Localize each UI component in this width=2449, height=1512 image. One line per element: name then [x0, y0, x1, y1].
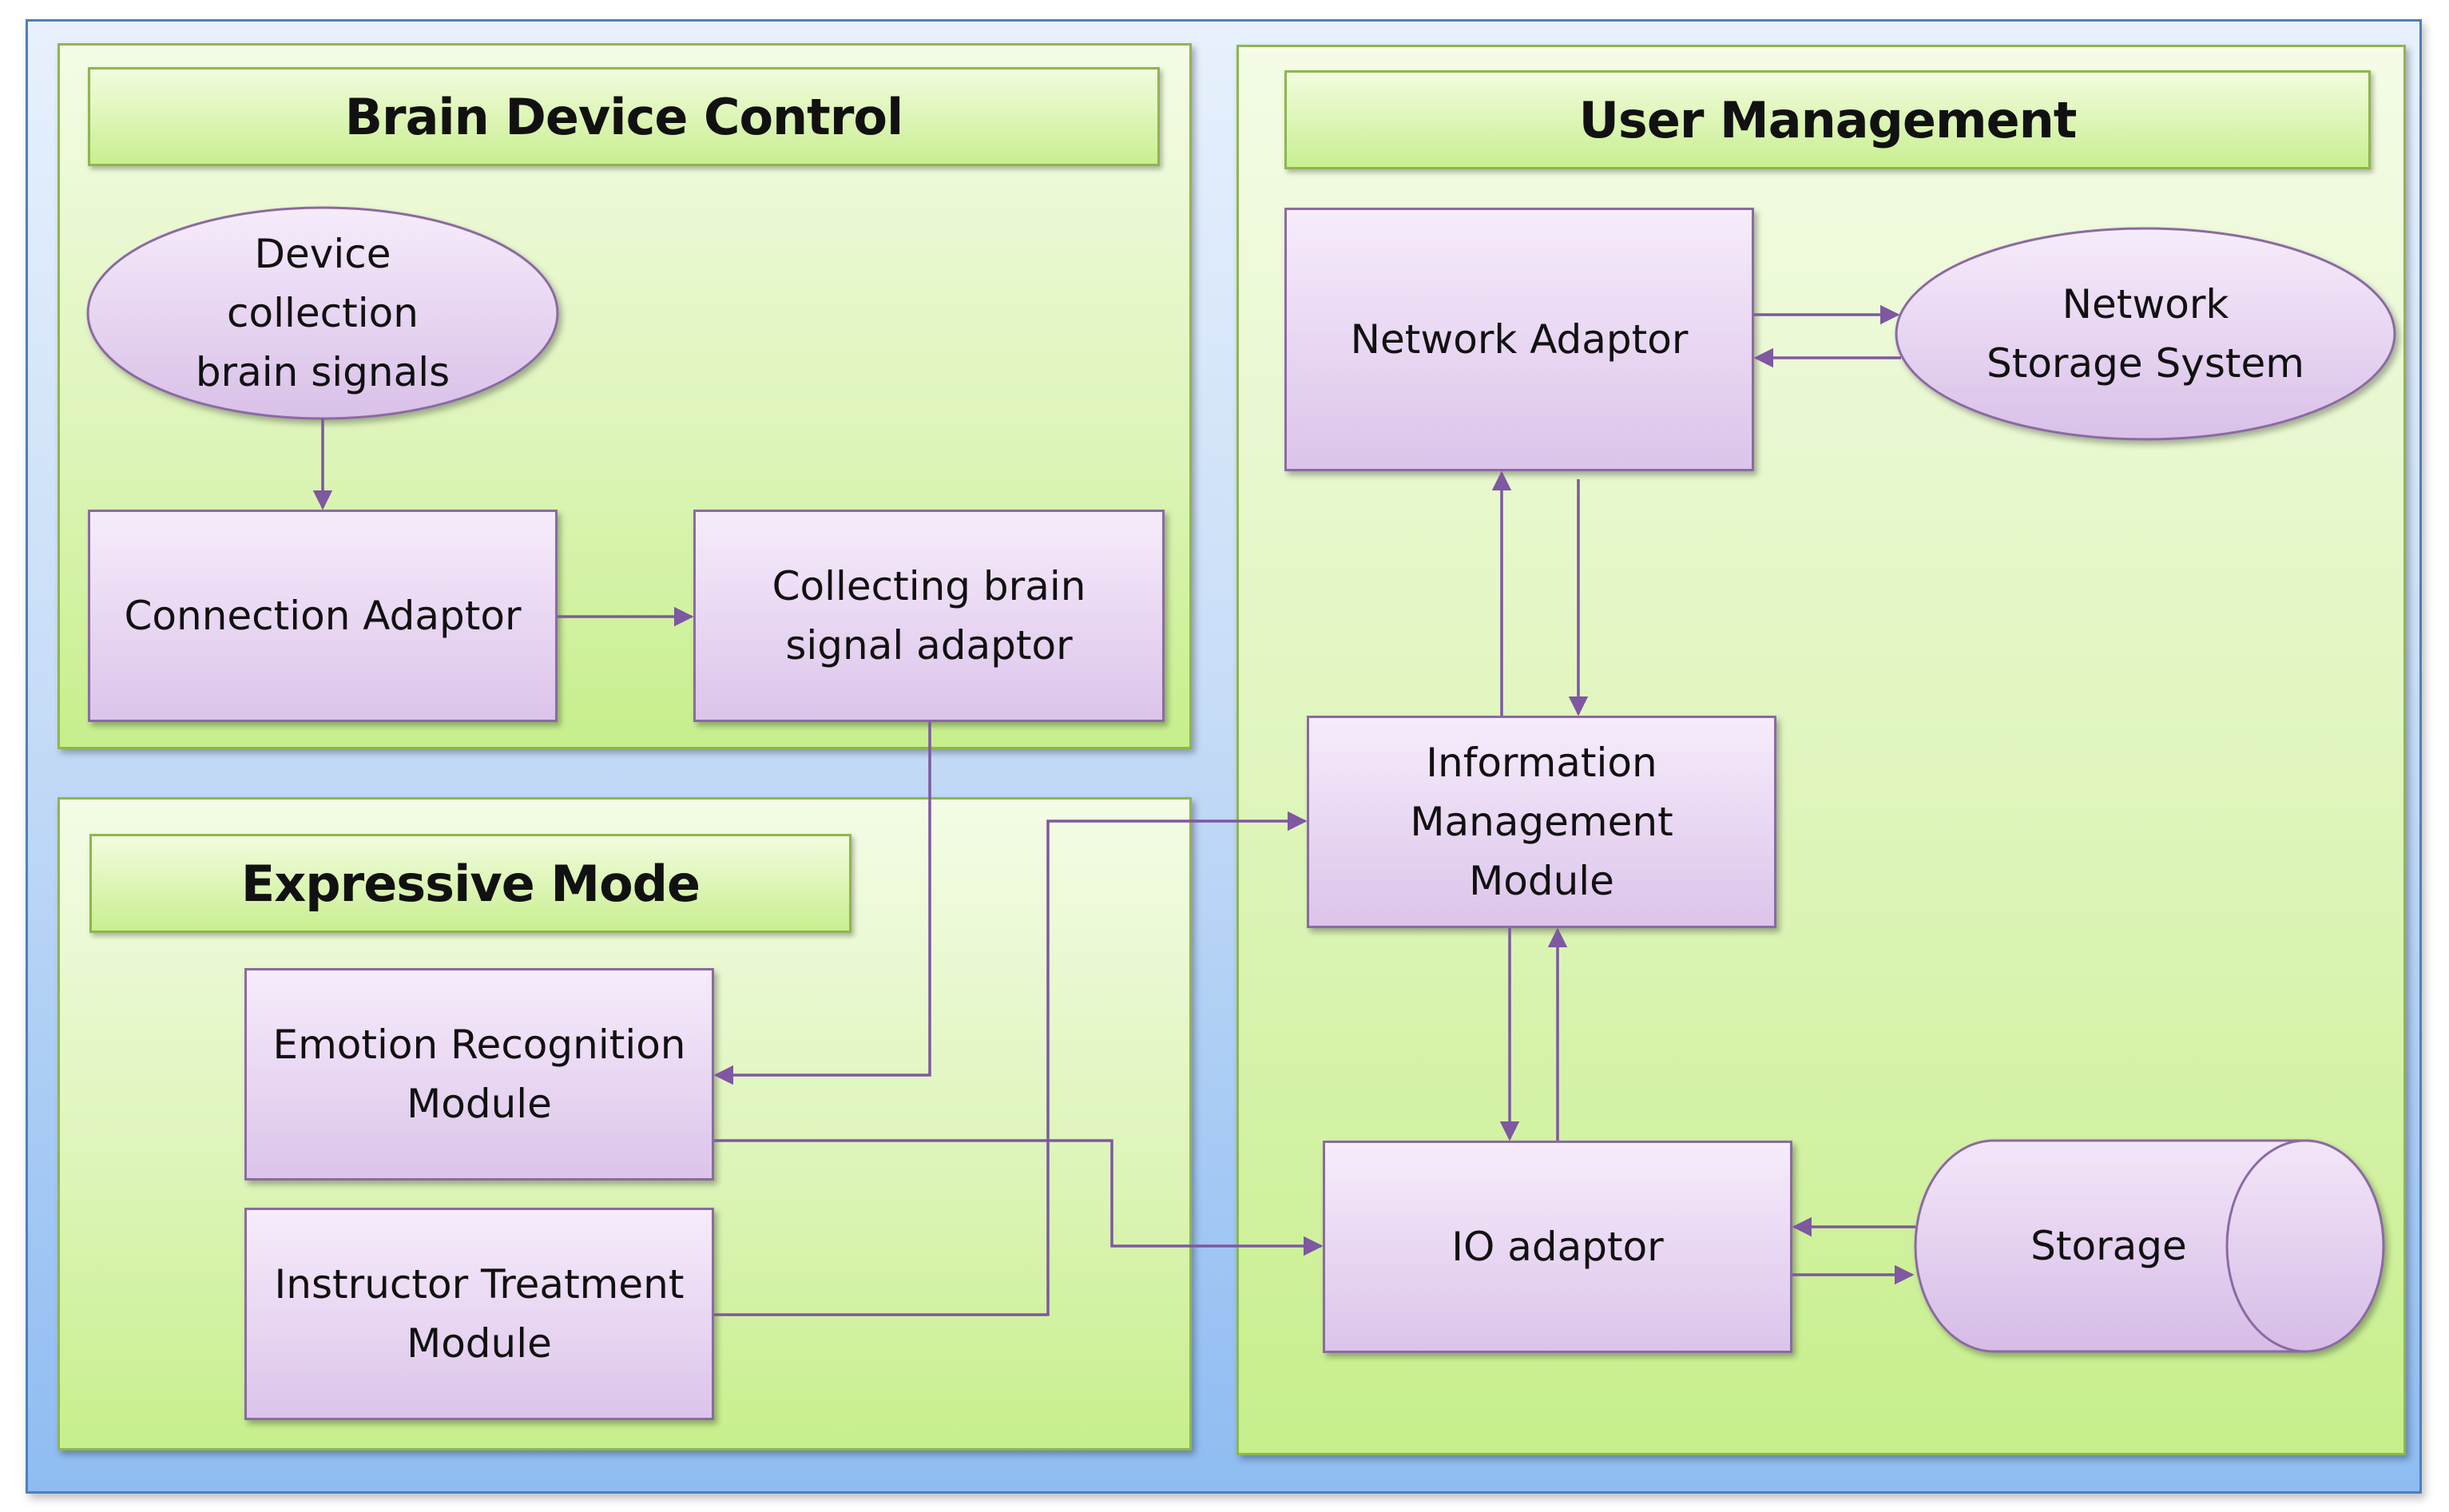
io-adaptor-node: IO adaptor — [1323, 1141, 1792, 1353]
panel-title-user-management: User Management — [1284, 70, 2371, 169]
information-management-module-node: Information Management Module — [1307, 716, 1776, 928]
network-storage-label: Network Storage System — [1987, 281, 2304, 387]
storage-label: Storage — [2030, 1223, 2187, 1269]
collecting-adaptor-label: Collecting brain signal adaptor — [772, 563, 1086, 669]
connection-adaptor-label: Connection Adaptor — [124, 593, 522, 639]
panel-title-brain-device-control: Brain Device Control — [88, 67, 1160, 166]
instructor-treatment-label: Instructor Treatment Module — [274, 1261, 685, 1367]
connection-adaptor-node: Connection Adaptor — [88, 510, 558, 722]
arrow-collecting-to-emotion — [713, 722, 931, 1085]
instructor-treatment-module-node: Instructor Treatment Module — [244, 1208, 714, 1420]
emotion-recognition-module-node: Emotion Recognition Module — [244, 968, 714, 1181]
information-management-label: Information Management Module — [1410, 740, 1673, 904]
storage-cylinder — [1914, 1139, 2385, 1353]
emotion-recognition-label: Emotion Recognition Module — [272, 1022, 686, 1127]
network-adaptor-node: Network Adaptor — [1284, 208, 1754, 471]
io-adaptor-label: IO adaptor — [1451, 1224, 1664, 1270]
network-storage-ellipse — [1895, 227, 2396, 441]
device-collection-label: Device collection brain signals — [195, 231, 451, 395]
network-adaptor-label: Network Adaptor — [1350, 316, 1689, 363]
collecting-brain-signal-adaptor-node: Collecting brain signal adaptor — [693, 510, 1165, 722]
panel-title-expressive-mode: Expressive Mode — [89, 834, 851, 933]
arrow-emotion-to-io — [714, 1139, 1324, 1256]
arrow-instructor-to-info — [714, 811, 1308, 1316]
